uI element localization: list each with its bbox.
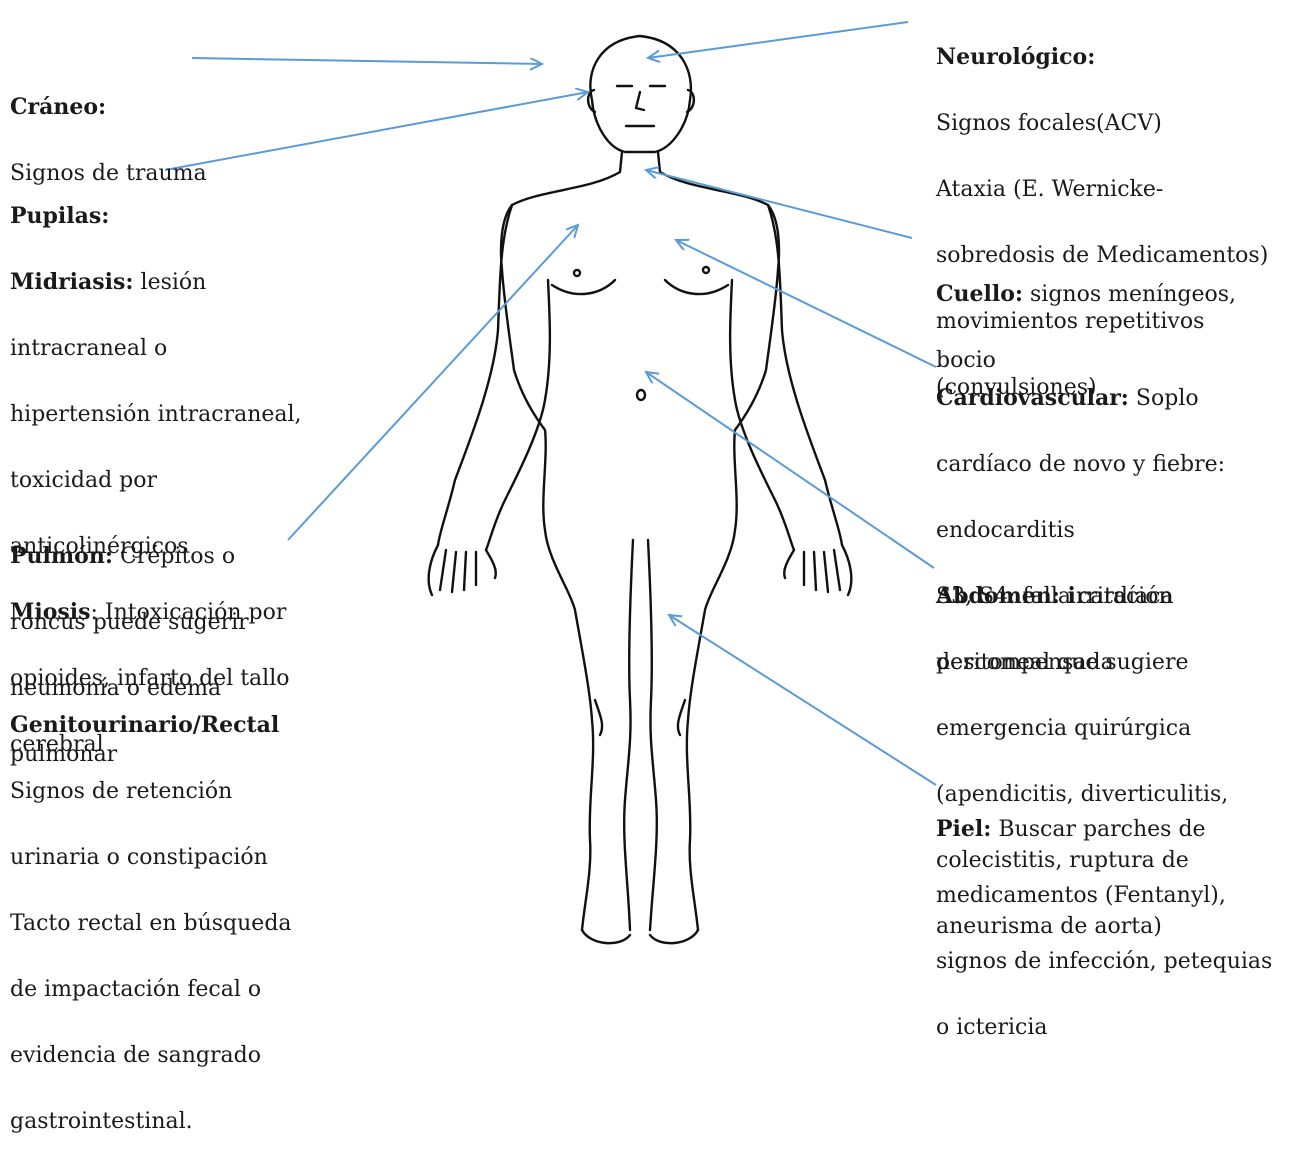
arrow-pupilas <box>165 92 588 170</box>
neuro-line-1: Signos focales(ACV) <box>936 107 1268 140</box>
arrow-pulmon <box>288 225 578 540</box>
genito-line-4: de impactación fecal o <box>10 973 292 1006</box>
abdomen-title: Abdomen: i <box>936 583 1076 609</box>
piel-title: Piel: <box>936 816 991 842</box>
midriasis-text: lesión <box>134 270 207 295</box>
genito-line-1: Signos de retención <box>10 775 292 808</box>
midriasis-line-3: toxicidad por <box>10 464 302 497</box>
genito-line-3: Tacto rectal en búsqueda <box>10 907 292 940</box>
craneo-title: Cráneo: <box>10 94 106 120</box>
arrow-craneo <box>192 58 542 64</box>
note-genitourinario: Genitourinario/Rectal Signos de retenció… <box>10 676 292 1171</box>
genito-title: Genitourinario/Rectal <box>10 712 279 738</box>
neuro-title: Neurológico: <box>936 44 1095 70</box>
cardio-title: Cardiovascular: <box>936 385 1129 411</box>
cardio-first: Soplo <box>1129 386 1199 411</box>
arrow-cardio <box>676 240 936 367</box>
note-piel: Piel: Buscar parches de medicamentos (Fe… <box>936 780 1272 1077</box>
diagram-canvas: Cráneo: Signos de trauma Pupilas: Midria… <box>0 0 1290 952</box>
midriasis-line-2: hipertensión intracraneal, <box>10 398 302 431</box>
piel-line-3: o ictericia <box>936 1011 1272 1044</box>
genito-line-2: urinaria o constipación <box>10 841 292 874</box>
cuello-title: Cuello: <box>936 281 1023 307</box>
piel-line-2: signos de infección, petequias <box>936 945 1272 978</box>
cuello-first: signos meníngeos, <box>1023 282 1236 307</box>
arrow-abdomen <box>646 372 934 568</box>
genito-line-6: gastrointestinal. <box>10 1105 292 1138</box>
pupilas-title: Pupilas: <box>10 203 109 229</box>
abdomen-first: rritación <box>1076 584 1173 609</box>
pulmon-title: Pulmón: <box>10 543 113 569</box>
abdomen-line-2: emergencia quirúrgica <box>936 712 1228 745</box>
pulmon-line-1: roncus puede sugerir <box>10 606 249 639</box>
abdomen-line-1: peritoneal que sugiere <box>936 646 1228 679</box>
arrow-cuello <box>646 170 912 238</box>
midriasis-line-1: intracraneal o <box>10 332 302 365</box>
piel-first: Buscar parches de <box>991 817 1205 842</box>
pulmon-first: Crépitos o <box>113 544 235 569</box>
midriasis-label: Midriasis: <box>10 269 134 295</box>
arrow-neuro <box>648 22 908 58</box>
cardio-line-1: cardíaco de novo y fiebre: <box>936 448 1225 481</box>
piel-line-1: medicamentos (Fentanyl), <box>936 879 1272 912</box>
genito-line-5: evidencia de sangrado <box>10 1039 292 1072</box>
neuro-line-2: Ataxia (E. Wernicke- <box>936 173 1268 206</box>
arrow-piel <box>669 615 936 785</box>
cardio-line-2: endocarditis <box>936 514 1225 547</box>
